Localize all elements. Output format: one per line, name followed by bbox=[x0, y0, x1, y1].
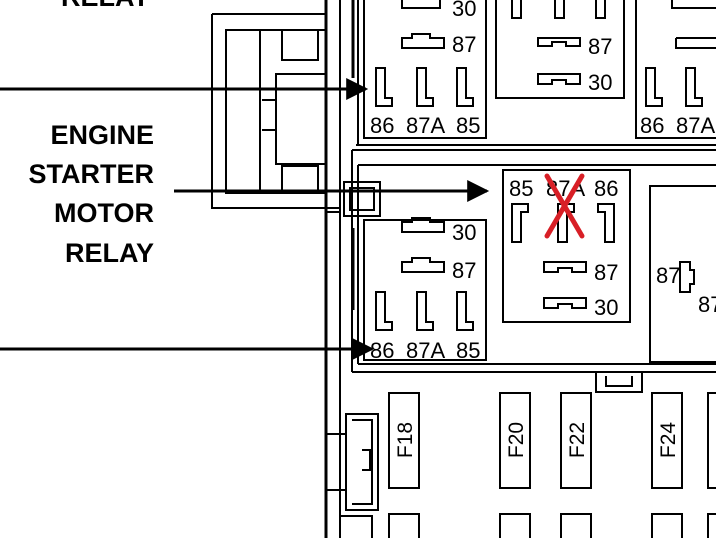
pin-blade bbox=[537, 37, 581, 47]
pin-blade bbox=[597, 203, 615, 243]
pin-label: 30 bbox=[452, 0, 476, 21]
top-relay-label: RELAY bbox=[61, 0, 150, 12]
removed-x-mark bbox=[544, 173, 585, 239]
pin-label: 85 bbox=[509, 176, 533, 201]
pin-blade bbox=[537, 73, 581, 85]
pin-blade bbox=[675, 37, 716, 49]
motor-label-line-3: MOTOR bbox=[54, 198, 154, 228]
fuse-label: F18 bbox=[394, 422, 417, 458]
bottom-fuse-row bbox=[340, 513, 716, 538]
fuse-cut-off bbox=[707, 392, 716, 489]
fuse-panel-frame bbox=[324, 0, 716, 538]
pin-label: 87A bbox=[406, 338, 445, 363]
pin-label: 87 bbox=[656, 263, 680, 288]
engine-label-line-1: ENGINE bbox=[50, 120, 154, 150]
relay-lower-left: 30 87 86 87A 85 bbox=[363, 217, 487, 363]
pin-label: 86 bbox=[370, 113, 394, 138]
side-connector-housing bbox=[211, 13, 327, 209]
pin-blade bbox=[456, 67, 474, 107]
pin-label: 30 bbox=[588, 70, 612, 95]
pin-blade bbox=[375, 291, 393, 331]
fuse-f24: F24 bbox=[651, 392, 683, 489]
pin-label: 86 bbox=[594, 176, 618, 201]
relay-label-line-4: RELAY bbox=[65, 238, 154, 268]
fuse-f20: F20 bbox=[499, 392, 531, 489]
pin-blade bbox=[375, 67, 393, 107]
lower-connector bbox=[326, 413, 379, 511]
pin-label: 86 bbox=[370, 338, 394, 363]
pin-label: 87 bbox=[594, 260, 618, 285]
pin-blade bbox=[416, 291, 434, 331]
pin-label: 87 bbox=[452, 32, 476, 57]
pin-label: 87A bbox=[406, 113, 445, 138]
pin-blade bbox=[456, 291, 474, 331]
pin-label: 87A bbox=[676, 113, 715, 138]
pin-blade bbox=[416, 67, 434, 107]
pin-blade bbox=[401, 33, 445, 49]
fuse-label: F20 bbox=[505, 422, 528, 458]
pin-label: 87 bbox=[698, 292, 716, 317]
fuse-label: F24 bbox=[657, 422, 680, 459]
relay-right-partial: 87 87 bbox=[649, 185, 716, 363]
fuse-f18: F18 bbox=[388, 392, 420, 489]
pin-blade bbox=[401, 257, 445, 273]
starter-label-line-2: STARTER bbox=[29, 159, 155, 189]
pin-label: 87 bbox=[452, 258, 476, 283]
relay-top-right: 86 87A bbox=[635, 0, 716, 139]
relay-top-middle: 87 30 bbox=[495, 0, 625, 99]
pin-blade bbox=[645, 67, 663, 107]
pin-blade bbox=[679, 261, 695, 293]
relay-engine-starter: 85 87A 86 87 30 bbox=[502, 169, 631, 323]
fuse-label: F22 bbox=[566, 422, 589, 458]
pin-label: 30 bbox=[594, 295, 618, 320]
pin-label: 85 bbox=[456, 338, 480, 363]
pin-blade bbox=[543, 297, 587, 309]
pin-label: 87 bbox=[588, 34, 612, 59]
pin-blade bbox=[511, 203, 529, 243]
relay-top-left: 30 87 86 87A 85 bbox=[363, 0, 487, 139]
pin-blade bbox=[401, 217, 445, 233]
pin-blade bbox=[543, 261, 587, 273]
pin-label: 30 bbox=[452, 220, 476, 245]
pin-blade bbox=[685, 67, 703, 107]
pin-label: 85 bbox=[456, 113, 480, 138]
fuse-f22: F22 bbox=[560, 392, 592, 489]
pin-label: 86 bbox=[640, 113, 664, 138]
